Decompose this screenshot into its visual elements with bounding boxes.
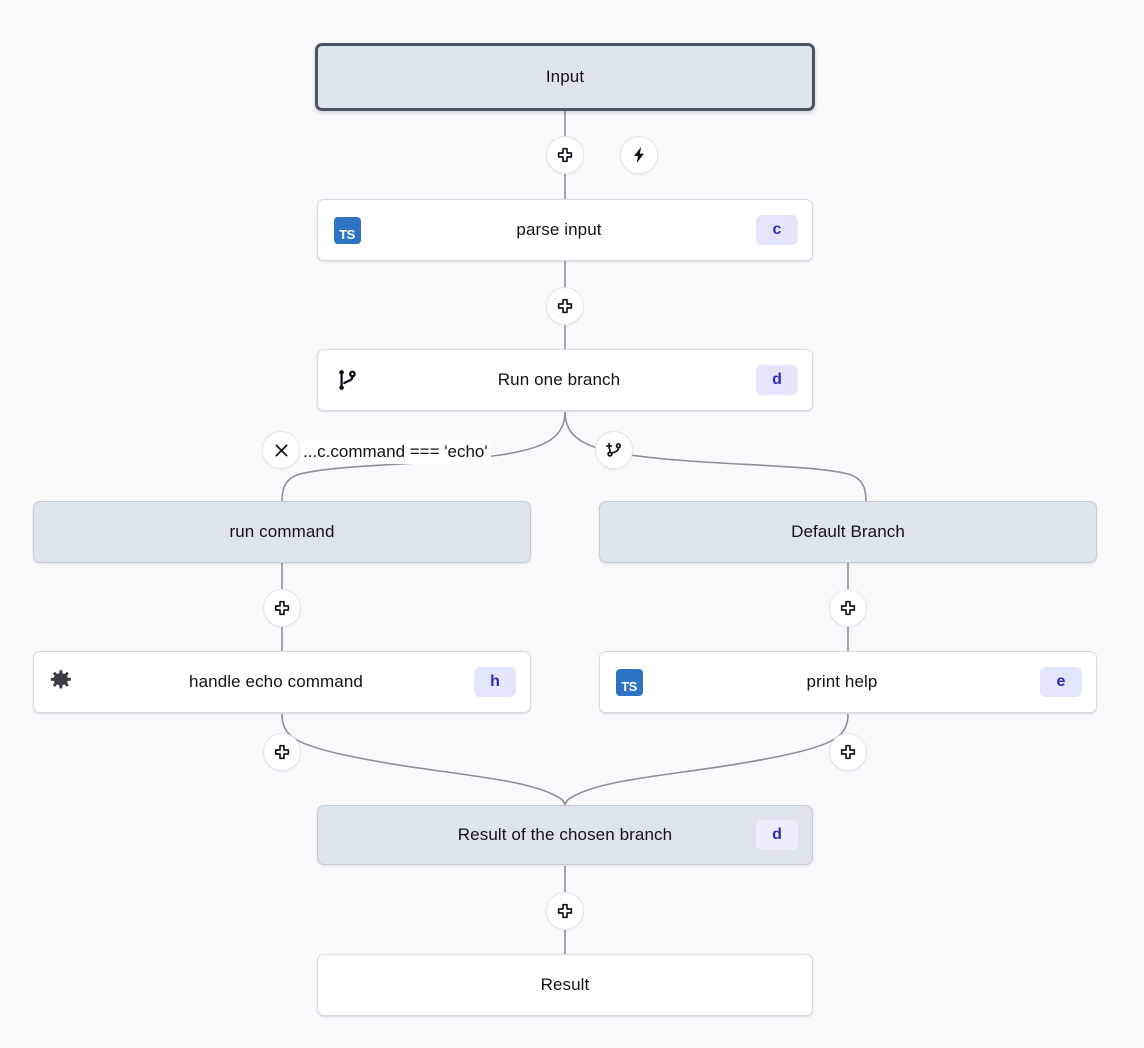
add-step-button-run-command-to-handle-echo[interactable]	[263, 589, 301, 627]
add-step-button-result-of-branch-to-result[interactable]	[546, 892, 584, 930]
node-run-one-branch-shortcut-badge[interactable]: d	[756, 365, 798, 395]
branch-condition-label: ...c.command === 'echo'	[300, 440, 491, 465]
node-run-command-label: run command	[229, 522, 335, 541]
node-result-of-chosen-branch[interactable]: Result of the chosen branch d	[317, 805, 813, 865]
add-step-button-print-help-to-result[interactable]	[829, 733, 867, 771]
trigger-lightning-button[interactable]	[620, 136, 658, 174]
node-parse-input-shortcut-badge[interactable]: c	[756, 215, 798, 245]
plus-icon	[274, 600, 290, 616]
edge-handle-echo-to-result-of-branch	[281, 713, 566, 806]
plus-icon	[840, 744, 856, 760]
plus-icon	[557, 903, 573, 919]
node-print-help-label: print help	[806, 672, 878, 691]
add-branch-icon	[605, 442, 622, 457]
node-default-branch[interactable]: Default Branch	[599, 501, 1097, 563]
node-handle-echo-command[interactable]: handle echo command h	[33, 651, 531, 713]
close-icon	[274, 443, 288, 457]
typescript-icon-text: TS	[333, 216, 361, 244]
node-result-label: Result	[540, 975, 590, 994]
edge-print-help-to-result-of-branch	[564, 713, 849, 806]
plus-icon	[557, 147, 573, 163]
node-print-help-shortcut-badge[interactable]: e	[1040, 667, 1082, 697]
node-default-branch-label: Default Branch	[791, 522, 905, 541]
plus-icon	[557, 298, 573, 314]
node-run-command[interactable]: run command	[33, 501, 531, 563]
plus-icon	[274, 744, 290, 760]
lightning-icon	[634, 146, 644, 164]
add-step-button-input-to-parse-input[interactable]	[546, 136, 584, 174]
add-branch-button[interactable]	[595, 431, 633, 469]
node-run-one-branch-label: Run one branch	[497, 370, 621, 389]
node-parse-input[interactable]: TS parse input c	[317, 199, 813, 261]
typescript-icon: TS	[332, 215, 362, 245]
git-branch-icon	[332, 365, 362, 395]
node-handle-echo-command-label: handle echo command	[189, 672, 363, 691]
node-handle-echo-command-shortcut-badge[interactable]: h	[474, 667, 516, 697]
remove-branch-button[interactable]	[262, 431, 300, 469]
add-step-button-parse-input-to-run-one-branch[interactable]	[546, 287, 584, 325]
node-result-of-chosen-branch-shortcut-badge[interactable]: d	[756, 820, 798, 850]
node-parse-input-label: parse input	[516, 220, 602, 239]
typescript-icon-text: TS	[615, 668, 643, 696]
node-print-help[interactable]: TS print help e	[599, 651, 1097, 713]
node-input[interactable]: Input	[315, 43, 815, 111]
node-input-label: Input	[545, 67, 585, 86]
node-run-one-branch[interactable]: Run one branch d	[317, 349, 813, 411]
plus-icon	[840, 600, 856, 616]
add-step-button-handle-echo-to-result[interactable]	[263, 733, 301, 771]
add-step-button-default-branch-to-print-help[interactable]	[829, 589, 867, 627]
typescript-icon: TS	[614, 667, 644, 697]
node-result-of-chosen-branch-label: Result of the chosen branch	[457, 825, 673, 844]
puzzle-icon	[48, 667, 78, 697]
node-result[interactable]: Result	[317, 954, 813, 1016]
